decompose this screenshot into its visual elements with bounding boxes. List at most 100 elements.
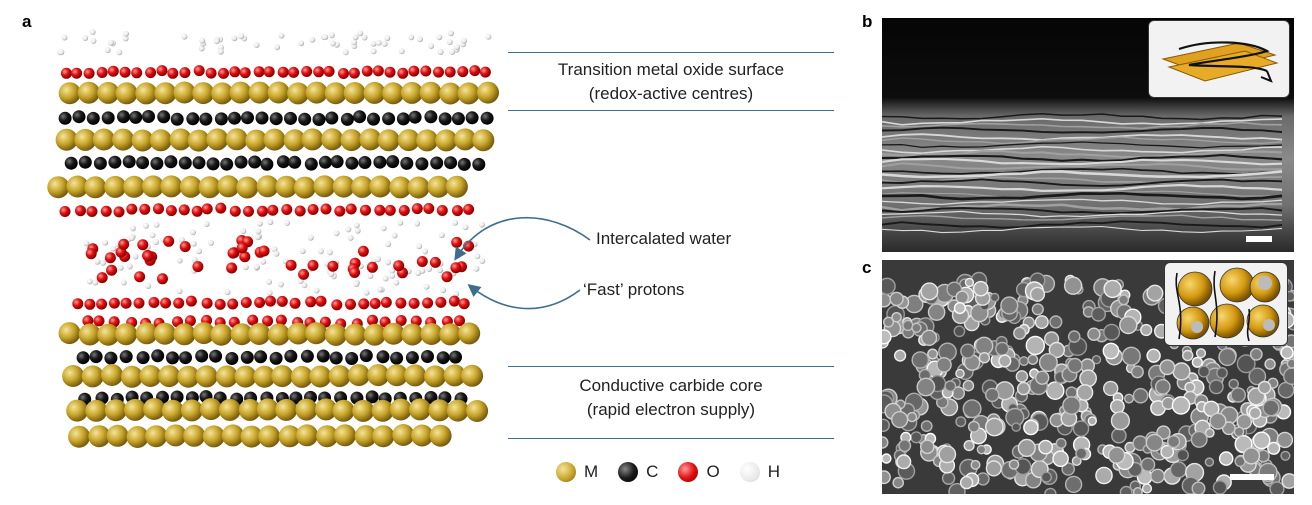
- hydrogen-atom: [149, 232, 156, 239]
- carbon-atom: [396, 112, 410, 126]
- micro-sphere: [936, 357, 952, 373]
- carbon-atom: [298, 112, 312, 126]
- carbon-atom: [444, 156, 458, 170]
- metal-atom: [139, 365, 162, 387]
- oxygen-atom: [239, 251, 251, 263]
- micro-sphere: [1121, 346, 1141, 366]
- hydrogen-atom: [385, 259, 391, 266]
- oxygen-atom: [71, 67, 83, 79]
- hydrogen-atom: [452, 219, 458, 226]
- metal-atom: [287, 322, 310, 345]
- layer-streak: [882, 149, 1283, 159]
- oxygen-atom: [276, 295, 288, 307]
- oxygen-atom: [320, 203, 332, 215]
- layer-streak: [882, 198, 1283, 206]
- hydrogen-atom: [423, 283, 430, 290]
- carbon-atom: [129, 110, 143, 124]
- oxygen-atom: [281, 204, 293, 215]
- oxygen-atom: [215, 202, 227, 214]
- hydrogen-atom: [110, 245, 117, 252]
- micro-sphere: [891, 411, 909, 429]
- hydrogen-atom: [117, 264, 124, 271]
- metal-atom: [424, 365, 447, 388]
- oxygen-atom: [227, 247, 239, 259]
- metal-atom: [84, 176, 107, 199]
- metal-atom: [55, 128, 78, 151]
- metal-atom: [263, 128, 286, 151]
- hydrogen-atom: [266, 278, 272, 285]
- oxygen-atom: [258, 245, 270, 257]
- hydrogen-atom: [485, 33, 492, 40]
- hydrogen-atom: [231, 35, 238, 42]
- layer-streak: [882, 141, 1283, 149]
- hydrogen-atom: [328, 32, 335, 39]
- micro-sphere: [1191, 356, 1203, 368]
- oxygen-atom: [288, 66, 300, 78]
- oxygen-atom: [422, 297, 434, 309]
- oxygen-atom: [334, 205, 346, 217]
- micro-sphere: [1204, 427, 1215, 438]
- oxygen-atom: [393, 260, 405, 272]
- metal-atom: [160, 175, 183, 198]
- metal-atom: [382, 82, 405, 105]
- hydrogen-atom: [437, 267, 443, 274]
- carbon-atom: [78, 155, 92, 169]
- micro-sphere: [978, 351, 991, 364]
- carbon-atom: [424, 110, 438, 124]
- micro-sphere: [1248, 406, 1262, 420]
- oxygen-atom: [131, 67, 143, 79]
- hydrogen-atom: [126, 263, 133, 270]
- oxygen-atom: [192, 261, 204, 273]
- hydrogen-atom: [322, 34, 329, 41]
- micro-sphere: [1197, 365, 1211, 378]
- micro-sphere: [1025, 335, 1046, 356]
- oxygen-atom: [96, 298, 108, 310]
- hydrogen-atom: [298, 40, 305, 47]
- oxygen-atom: [173, 297, 185, 309]
- carbon-atom: [318, 155, 332, 169]
- inset-spheres: [1164, 262, 1288, 346]
- micro-sphere: [1103, 279, 1122, 299]
- micro-sphere: [892, 476, 905, 489]
- metal-atom: [81, 365, 104, 388]
- sem-image-spheres: [882, 260, 1294, 494]
- hydrogen-atom: [255, 228, 262, 235]
- hydrogen-atom: [347, 234, 354, 241]
- metal-atom: [419, 81, 442, 104]
- hydrogen-atom: [447, 30, 454, 37]
- metal-atom: [461, 364, 484, 387]
- layer-streak: [882, 126, 1283, 134]
- carbon-atom: [457, 157, 471, 171]
- oxygen-atom: [165, 205, 177, 217]
- layered-sheets-icon: [1161, 41, 1279, 83]
- oxygen-atom: [275, 314, 287, 326]
- oxygen-atom: [408, 65, 420, 77]
- micro-sphere: [985, 417, 1004, 437]
- hydrogen-atom: [176, 257, 183, 264]
- oxygen-atom: [184, 315, 196, 327]
- metal-atom: [293, 176, 316, 199]
- hydrogen-atom: [353, 222, 360, 229]
- metal-atom: [466, 400, 489, 422]
- micro-sphere: [1055, 437, 1067, 449]
- hydrogen-atom: [354, 227, 361, 234]
- micro-sphere: [1079, 369, 1098, 388]
- micro-sphere: [1283, 367, 1294, 385]
- micro-sphere: [1102, 380, 1119, 397]
- carbon-atom: [58, 111, 72, 125]
- hydrogen-atom: [254, 234, 261, 241]
- oxygen-atom: [420, 65, 432, 77]
- micro-sphere: [882, 277, 896, 295]
- carbon-atom: [136, 351, 150, 365]
- hydrogen-atom: [453, 290, 460, 297]
- micro-sphere: [1184, 381, 1196, 393]
- oxygen-atom: [229, 66, 241, 78]
- micro-sphere: [960, 343, 976, 359]
- metal-atom: [287, 82, 310, 105]
- metal-atom: [180, 399, 203, 422]
- micro-sphere: [941, 471, 956, 485]
- metal-atom: [104, 399, 127, 422]
- metal-atom: [256, 175, 279, 198]
- metal-atom: [439, 82, 462, 105]
- oxygen-atom: [358, 298, 370, 310]
